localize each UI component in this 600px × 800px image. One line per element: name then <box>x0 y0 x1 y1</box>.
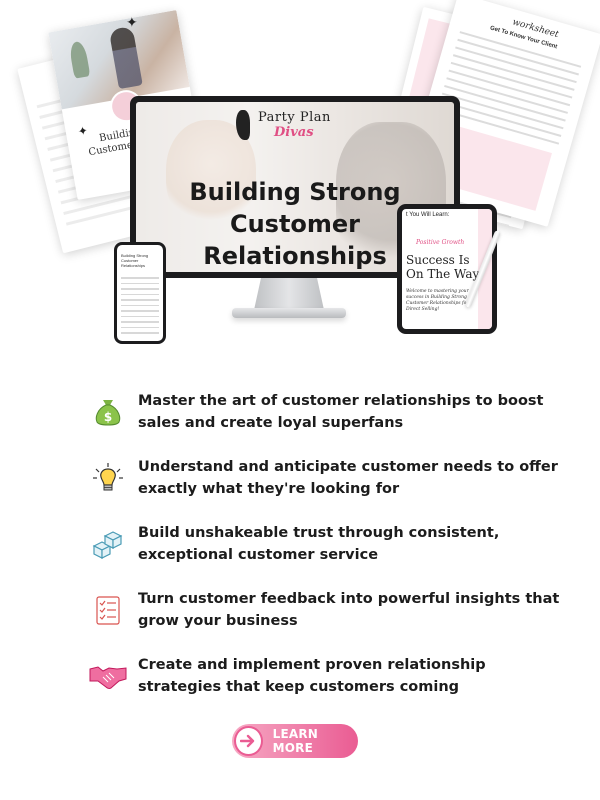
course-title: Building Strong Customer Relationships <box>189 178 401 270</box>
phone-screen-text: Building Strong Customer Relationships <box>121 253 149 268</box>
benefit-text: Create and implement proven relationship… <box>138 657 486 695</box>
benefit-text: Master the art of customer relationships… <box>138 393 544 431</box>
woman-silhouette-icon <box>236 110 250 140</box>
party-plan-divas-logo: Party Plan Divas <box>236 108 356 144</box>
benefit-text: Understand and anticipate customer needs… <box>138 459 558 497</box>
brand-name-line1: Party Plan <box>258 110 331 125</box>
tablet-heading: t You Will Learn: <box>406 212 450 218</box>
benefit-item: Turn customer feedback into powerful ins… <box>0 588 600 634</box>
learn-more-label: LEARN MORE <box>272 727 319 755</box>
monitor-stand <box>254 278 324 310</box>
tablet-title: Success Is On The Way! <box>406 253 485 281</box>
desktop-monitor: Party Plan Divas Building Strong Custome… <box>130 96 460 278</box>
building-blocks-icon <box>88 524 128 564</box>
benefit-item: Understand and anticipate customer needs… <box>0 456 600 502</box>
sparkle-icon: ✦ <box>76 123 90 139</box>
monitor-base <box>232 308 346 318</box>
benefit-text: Turn customer feedback into powerful ins… <box>138 591 560 629</box>
benefit-item: $ Master the art of customer relationshi… <box>0 390 600 436</box>
lightbulb-icon <box>88 458 128 498</box>
benefit-item: Build unshakeable trust through consiste… <box>0 522 600 568</box>
svg-text:$: $ <box>104 410 112 424</box>
benefit-item: Create and implement proven relationship… <box>0 654 600 700</box>
checklist-icon <box>88 590 128 630</box>
sparkle-icon: ✦ <box>126 14 138 30</box>
brand-name-line2: Divas <box>274 125 314 140</box>
phone-mockup: Building Strong Customer Relationships <box>114 242 166 344</box>
benefit-text: Build unshakeable trust through consiste… <box>138 525 500 563</box>
money-bag-icon: $ <box>88 392 128 432</box>
monitor-screen: Party Plan Divas Building Strong Custome… <box>136 102 454 272</box>
tablet-mockup: t You Will Learn: Positive Growth Succes… <box>397 204 497 334</box>
hero-mockup: Building St... Customer Relati... ✦ ✦ wo… <box>0 0 600 370</box>
tablet-script: Positive Growth <box>416 239 465 246</box>
learn-more-button[interactable]: LEARN MORE <box>232 724 358 758</box>
handshake-icon <box>88 656 128 696</box>
arrow-right-icon <box>234 726 263 756</box>
tablet-body: Welcome to mastering your success in Bui… <box>406 289 469 312</box>
